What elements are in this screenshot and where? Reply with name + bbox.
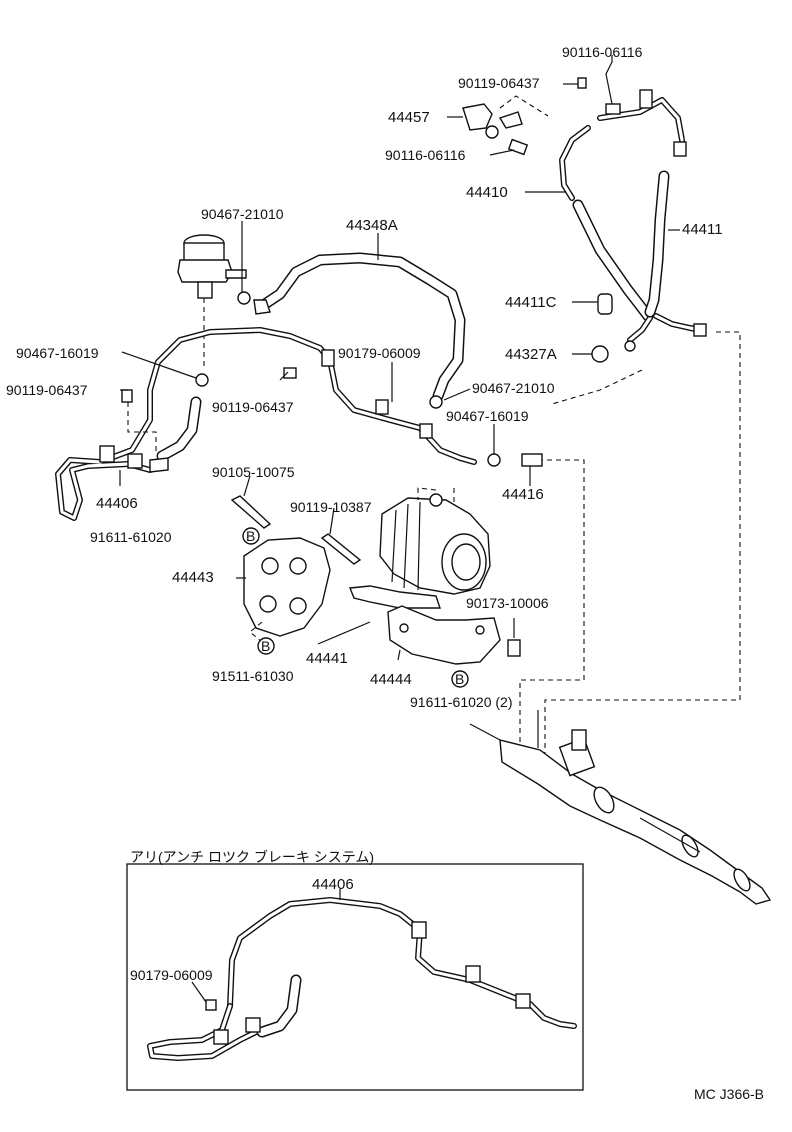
inset-title: アリ(アンチ ロツク ブレーキ システム) xyxy=(130,849,374,865)
clamp-90179-icon xyxy=(321,349,335,367)
inset-clamp-5-icon xyxy=(245,1017,261,1033)
inset-clamp-2-icon xyxy=(465,965,481,983)
steering-gear-rack xyxy=(469,723,772,905)
clamp-mid-icon xyxy=(375,399,389,415)
label-44457: 44457 xyxy=(388,109,430,126)
label-91511-61030: 91511-61030 xyxy=(212,668,294,684)
callout-b-1 xyxy=(242,527,260,545)
reservoir-tank xyxy=(177,234,247,299)
bolt-90119-mid-icon xyxy=(283,367,297,379)
label-90119-06437-top: 90119-06437 xyxy=(458,75,540,91)
union-fitting-icon xyxy=(673,141,687,157)
label-90119-10387: 90119-10387 xyxy=(290,499,372,515)
hose-clamp-icon-a xyxy=(237,291,251,305)
hose-clamp-icon-c xyxy=(195,373,209,387)
tube-nut-icon xyxy=(693,323,707,337)
label-90173-10006: 90173-10006 xyxy=(466,595,549,611)
bracket-44444 xyxy=(387,605,501,665)
clamp-mid2-icon xyxy=(419,423,433,439)
clamp-44327a-icon xyxy=(591,345,609,363)
callout-b-2-text: B xyxy=(261,638,270,654)
label-90179-06009-top: 90179-06009 xyxy=(338,345,421,361)
label-91611-61020: 91611-61020 xyxy=(90,529,172,545)
union-44411c-icon xyxy=(597,293,613,315)
vane-pump xyxy=(379,493,491,595)
label-44406-main: 44406 xyxy=(96,495,138,512)
pressure-hose-44410 xyxy=(559,125,654,343)
label-90116-06116-top: 90116-06116 xyxy=(562,44,643,60)
label-44406-inset: 44406 xyxy=(312,876,354,893)
label-90179-06009-inset: 90179-06009 xyxy=(130,967,213,983)
pump-bracket-44443 xyxy=(243,537,331,637)
bolt-90116-icon xyxy=(605,103,621,115)
clamp-icon-b xyxy=(624,340,636,352)
label-90467-21010-mid: 90467-21010 xyxy=(472,380,555,396)
label-44327a: 44327A xyxy=(505,346,557,363)
nut-90173-icon xyxy=(507,639,521,657)
inset-frame xyxy=(126,863,584,1091)
label-44411: 44411 xyxy=(682,221,723,238)
union-bolt-44416-icon xyxy=(521,453,543,467)
callout-b-3-text: B xyxy=(455,671,464,687)
callout-b-2 xyxy=(257,637,275,655)
clamp-left2-icon xyxy=(127,453,143,469)
label-90467-16019-mid: 90467-16019 xyxy=(446,408,529,424)
diagram-code: MC J366-B xyxy=(694,1086,764,1102)
clamp-left-icon xyxy=(99,445,115,463)
bolt-90119-icon xyxy=(577,77,587,89)
clamp-90467-mid-icon xyxy=(487,453,501,467)
clamp-icon xyxy=(639,89,653,109)
callout-b-3 xyxy=(451,670,469,688)
label-90467-16019-left: 90467-16019 xyxy=(16,345,99,361)
suction-hose-44348a xyxy=(256,252,466,402)
bolt-90119-10387-icon xyxy=(320,533,362,565)
inset-clamp-1-icon xyxy=(411,921,427,939)
label-44348a: 44348A xyxy=(346,217,398,234)
inset-clamp-3-icon xyxy=(515,993,531,1009)
bolt-90105-icon xyxy=(230,495,272,529)
label-91611-61020-2: 91611-61020 (2) xyxy=(410,694,512,710)
bolt-90119-left-icon xyxy=(121,389,133,403)
inset-clamp-4-icon xyxy=(213,1029,229,1045)
bracket-44457 xyxy=(462,103,529,156)
label-44416: 44416 xyxy=(502,486,544,503)
return-hose-44411 xyxy=(597,97,705,333)
label-44411c: 44411C xyxy=(505,294,557,311)
inset-clamp-90179-icon xyxy=(205,999,217,1011)
callout-b-1-text: B xyxy=(246,528,255,544)
label-44441: 44441 xyxy=(306,650,348,667)
label-90467-21010-top: 90467-21010 xyxy=(201,206,284,222)
label-44410: 44410 xyxy=(466,184,508,201)
label-90119-06437-left: 90119-06437 xyxy=(6,382,88,398)
label-90119-06437-mid: 90119-06437 xyxy=(212,399,294,415)
label-44443: 44443 xyxy=(172,569,214,586)
adjusting-bar-44441 xyxy=(349,585,441,609)
label-44444: 44444 xyxy=(370,671,412,688)
label-90116-06116-mid: 90116-06116 xyxy=(385,147,466,163)
hose-clamp-icon-b xyxy=(429,395,443,409)
label-90105-10075: 90105-10075 xyxy=(212,464,295,480)
